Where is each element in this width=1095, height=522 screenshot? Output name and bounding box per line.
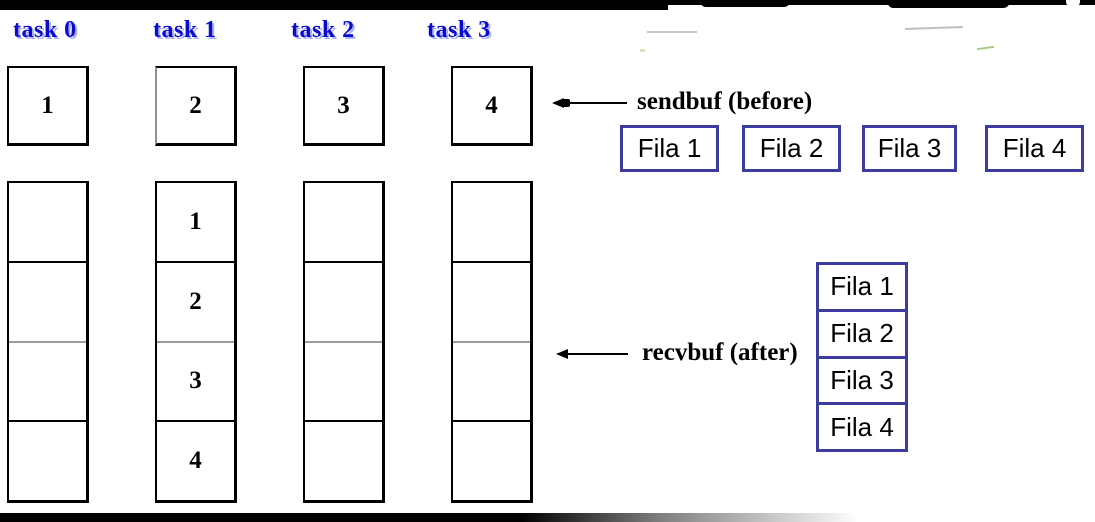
left-arrow-icon — [556, 349, 568, 359]
recvbuf-cell: 2 — [157, 260, 234, 341]
bottom-border-bar — [0, 513, 870, 522]
task-2-label: task 2 — [291, 17, 355, 43]
recvbuf-cell — [305, 183, 382, 261]
fila-row-item-1: Fila 1 — [620, 125, 719, 172]
task-3-label: task 3 — [427, 17, 491, 43]
top-border-bar-right — [660, 0, 1095, 5]
recvbuf-column-task2 — [303, 181, 385, 503]
recvbuf-cell — [9, 260, 86, 341]
left-arrow-icon — [552, 98, 564, 108]
smudge-artifact — [904, 25, 964, 31]
recvbuf-cell — [305, 340, 382, 421]
fila-row-item-4: Fila 4 — [985, 125, 1084, 172]
fila-stack: Fila 1 Fila 2 Fila 3 Fila 4 — [816, 262, 908, 452]
recvbuf-cell — [9, 340, 86, 421]
fila-stack-item-3: Fila 3 — [819, 355, 905, 403]
recvbuf-cell: 1 — [189, 207, 202, 235]
fila-row-item-2: Fila 2 — [742, 125, 841, 172]
top-border-notch — [1066, 0, 1080, 6]
recvbuf-cell — [453, 183, 530, 261]
smudge-artifact — [640, 49, 645, 52]
sendbuf-arrow-line — [560, 102, 627, 104]
recvbuf-label: recvbuf (after) — [642, 339, 798, 366]
recvbuf-cell — [453, 420, 530, 500]
task-1-label: task 1 — [153, 17, 217, 43]
recvbuf-cell — [9, 183, 86, 261]
sendbuf-cell-task2: 3 — [303, 66, 385, 146]
sendbuf-label: sendbuf (before) — [637, 88, 813, 115]
recvbuf-cell: 4 — [157, 420, 234, 500]
top-border-bump — [700, 0, 790, 7]
smudge-artifact — [976, 45, 995, 51]
fila-stack-item-2: Fila 2 — [819, 308, 905, 356]
recvbuf-cell — [9, 420, 86, 500]
sendbuf-cell-task1: 2 — [155, 66, 237, 146]
task-0-label: task 0 — [13, 17, 77, 43]
top-border-bump — [888, 0, 1010, 8]
recvbuf-column-task0 — [7, 181, 89, 503]
sendbuf-cell-task0: 1 — [7, 66, 89, 146]
recvbuf-arrow-line — [565, 353, 628, 355]
recvbuf-cell — [453, 340, 530, 421]
top-border-bar — [0, 0, 668, 10]
recvbuf-cell — [453, 260, 530, 341]
recvbuf-column-task3 — [451, 181, 533, 503]
recvbuf-cell: 3 — [157, 340, 234, 421]
sendbuf-cell-task3: 4 — [451, 66, 533, 146]
recvbuf-cell — [305, 420, 382, 500]
fila-row-item-3: Fila 3 — [862, 125, 957, 172]
recvbuf-cell — [305, 260, 382, 341]
recvbuf-column-task1: 1 2 3 4 — [155, 181, 237, 503]
fila-stack-item-4: Fila 4 — [819, 402, 905, 449]
smudge-artifact — [647, 31, 697, 33]
fila-stack-item-1: Fila 1 — [830, 271, 894, 302]
